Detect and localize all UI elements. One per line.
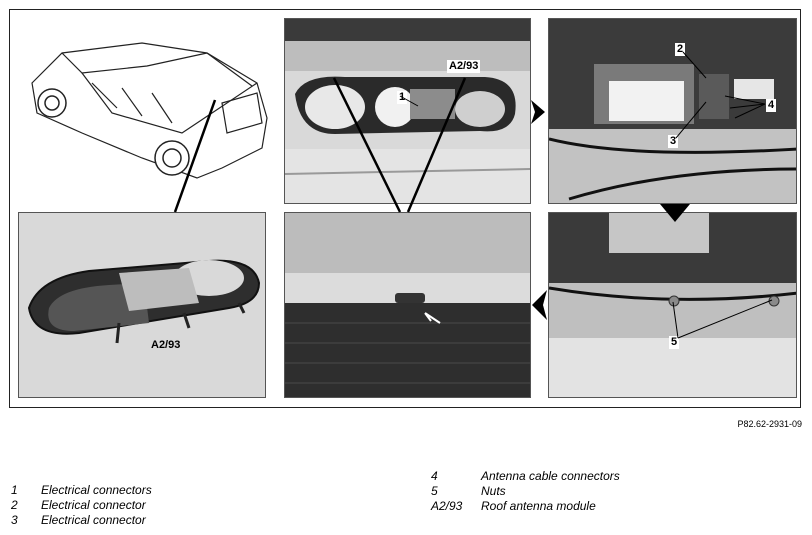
- callout-4: 4: [766, 99, 777, 112]
- car-overview-illustration: [22, 28, 272, 188]
- legend-text: Electrical connector: [41, 513, 146, 527]
- legend-number: A2/93: [431, 499, 463, 513]
- callout-1: 1: [397, 91, 408, 104]
- legend-item: 1 Electrical connectors: [11, 483, 152, 498]
- legend-text: Roof antenna module: [481, 499, 596, 513]
- figure-reference: P82.62-2931-09: [737, 419, 802, 429]
- legend-column-2: 4 Antenna cable connectors 5 Nuts A2/93 …: [431, 469, 620, 514]
- callout-a2-93: A2/93: [151, 339, 181, 351]
- connectors-photo: 2 3 4: [548, 18, 797, 204]
- callout-5: 5: [669, 336, 680, 349]
- legend-number: 3: [11, 513, 18, 527]
- antenna-module-illustration: A2/93: [18, 212, 266, 398]
- callout-2: 2: [675, 43, 686, 56]
- legend-text: Antenna cable connectors: [481, 469, 620, 483]
- legend-item: 3 Electrical connector: [11, 513, 152, 528]
- legend-text: Electrical connectors: [41, 483, 152, 497]
- legend-item: A2/93 Roof antenna module: [431, 499, 620, 514]
- legend-number: 2: [11, 498, 18, 512]
- headliner-release-photo: [284, 212, 531, 398]
- legend-column-1: 1 Electrical connectors 2 Electrical con…: [11, 483, 152, 528]
- callout-a2-93: A2/93: [447, 60, 481, 73]
- callout-3: 3: [668, 135, 679, 148]
- legend-text: Electrical connector: [41, 498, 146, 512]
- legend-item: 5 Nuts: [431, 484, 620, 499]
- legend-number: 4: [431, 469, 438, 483]
- legend-text: Nuts: [481, 484, 506, 498]
- legend-item: 4 Antenna cable connectors: [431, 469, 620, 484]
- roof-module-photo: A2/93 1: [284, 18, 531, 204]
- legend-item: 2 Electrical connector: [11, 498, 152, 513]
- legend-number: 1: [11, 483, 18, 497]
- legend-number: 5: [431, 484, 438, 498]
- nuts-photo: 5: [548, 212, 797, 398]
